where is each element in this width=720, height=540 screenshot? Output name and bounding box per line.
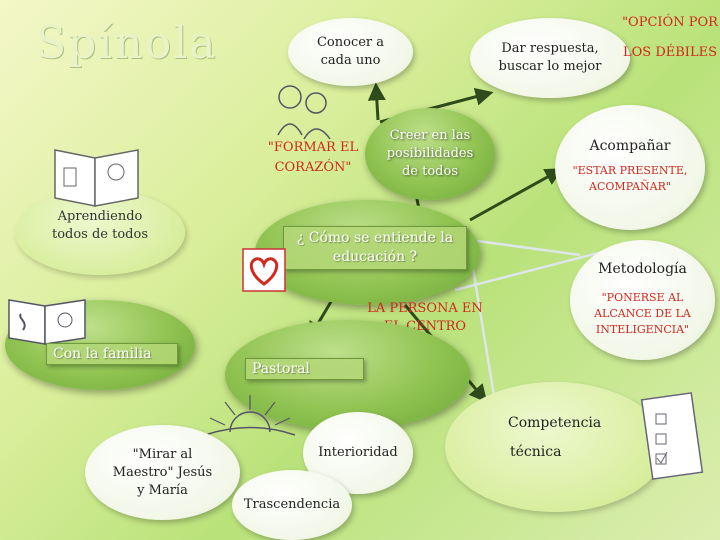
logo-spinola: Spínola bbox=[36, 18, 218, 69]
node-creer: Creer en las posibilidades de todos bbox=[365, 108, 495, 200]
competencia-label: Competencia bbox=[508, 415, 602, 431]
node-acompanar-label: Acompañar bbox=[589, 138, 671, 154]
line-to-metodologia bbox=[469, 238, 581, 257]
node-estar-presente-label: "ESTAR PRESENTE, ACOMPAÑAR" bbox=[572, 164, 688, 193]
node-mirar-maestro-label: "Mirar al Maestro" Jesús y María bbox=[112, 446, 213, 498]
node-interioridad-label: Interioridad bbox=[318, 445, 398, 460]
sunrise-sketch-icon bbox=[204, 395, 296, 436]
family-book-sketch-icon bbox=[8, 299, 86, 345]
logo-text: Spínola bbox=[36, 18, 218, 69]
node-conocer: Conocer a cada uno bbox=[288, 18, 413, 86]
book-sketch-icon bbox=[54, 149, 139, 207]
node-aprendiendo-label: Aprendiendo todos de todos bbox=[51, 209, 149, 242]
node-conocer-label: Conocer a cada uno bbox=[316, 35, 385, 68]
heart-logo-icon bbox=[242, 248, 286, 292]
node-metodologia-label: Metodología bbox=[598, 261, 687, 277]
tecnica-label: técnica bbox=[510, 444, 562, 460]
node-dar-respuesta: Dar respuesta, buscar lo mejor bbox=[470, 18, 630, 98]
line-central-to-competencia bbox=[454, 248, 611, 292]
central-question-box: ¿ Cómo se entiende la educación ? bbox=[283, 226, 467, 270]
node-creer-label: Creer en las posibilidades de todos bbox=[386, 128, 474, 179]
node-metodologia: Metodología "PONERSE AL ALCANCE DE LA IN… bbox=[570, 240, 715, 360]
checklist-sketch-icon bbox=[640, 392, 704, 480]
label-opcion-debiles: "OPCIÓN POR LOS DÉBILES bbox=[622, 15, 718, 60]
node-trascendencia-label: Trascendencia bbox=[243, 497, 341, 512]
arrow-to-acompanar bbox=[469, 168, 564, 222]
node-dar-respuesta-label: Dar respuesta, buscar lo mejor bbox=[498, 41, 602, 74]
node-acompanar: Acompañar "ESTAR PRESENTE, ACOMPAÑAR" bbox=[555, 105, 705, 230]
label-formar-corazon: "FORMAR EL CORAZÓN" bbox=[267, 140, 359, 175]
node-trascendencia: Trascendencia bbox=[232, 470, 352, 540]
line-to-competencia-down bbox=[468, 249, 500, 421]
con-familia-box: Con la familia bbox=[46, 343, 178, 365]
arrow-to-conocer bbox=[367, 82, 386, 121]
pastoral-box: Pastoral bbox=[245, 358, 364, 380]
people-sketch-icon bbox=[277, 85, 331, 140]
node-ponerse-alcance-label: "PONERSE AL ALCANCE DE LA INTELIGENCIA" bbox=[594, 291, 691, 336]
node-mirar-maestro: "Mirar al Maestro" Jesús y María bbox=[85, 425, 240, 520]
node-competencia bbox=[445, 382, 665, 512]
